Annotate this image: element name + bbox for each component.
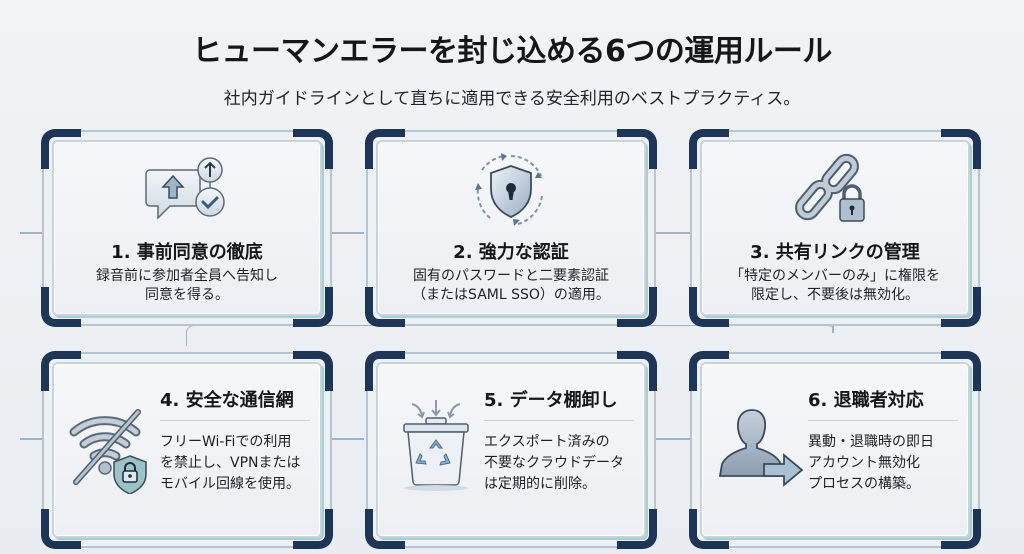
recycle-bin-icon bbox=[388, 398, 484, 494]
connector-line bbox=[330, 232, 364, 234]
rule-description: 「特定のメンバーのみ」に権限を 限定し、不要後は無効化。 bbox=[730, 268, 940, 303]
frame-corner bbox=[689, 129, 729, 169]
shield-keyhole-cycle-icon bbox=[468, 152, 554, 228]
rule-title: 1. 事前同意の徹底 bbox=[111, 242, 263, 263]
rule-card-2: 2. 強力な認証 固有のパスワードと二要素認証 （またはSAML SSO）の適用… bbox=[365, 129, 657, 327]
rule-title: 3. 共有リンクの管理 bbox=[750, 242, 920, 263]
frame-corner bbox=[41, 351, 81, 391]
frame-corner bbox=[689, 287, 729, 327]
connector-line bbox=[656, 438, 690, 440]
connector-line bbox=[20, 438, 44, 440]
rule-card-6: 6. 退職者対応 異動・退職時の即日 アカウント無効化 プロセスの構築。 bbox=[689, 351, 981, 549]
frame-corner bbox=[41, 129, 81, 169]
frame-corner bbox=[941, 509, 981, 549]
frame-corner bbox=[689, 509, 729, 549]
rule-description: 録音前に参加者全員へ告知し 同意を得る。 bbox=[96, 268, 278, 303]
frame-corner bbox=[293, 351, 333, 391]
frame-corner bbox=[617, 509, 657, 549]
chat-consent-check-icon bbox=[144, 152, 230, 228]
frame-corner bbox=[293, 509, 333, 549]
rule-card-4: 4. 安全な通信網 フリーWi-Fiでの利用 を禁止し、VPNまたは モバイル回… bbox=[41, 351, 333, 549]
frame-corner bbox=[41, 287, 81, 327]
user-exit-arrow-icon bbox=[712, 398, 808, 494]
frame-corner bbox=[293, 129, 333, 169]
title-divider bbox=[808, 420, 958, 421]
frame-corner bbox=[617, 351, 657, 391]
connector-line bbox=[330, 438, 364, 440]
frame-corner bbox=[617, 287, 657, 327]
connector-line bbox=[832, 325, 834, 333]
connector-line bbox=[20, 232, 44, 234]
frame-corner bbox=[617, 129, 657, 169]
frame-corner bbox=[365, 287, 405, 327]
frame-corner bbox=[365, 351, 405, 391]
rule-card-3: 3. 共有リンクの管理 「特定のメンバーのみ」に権限を 限定し、不要後は無効化。 bbox=[689, 129, 981, 327]
connector-line bbox=[656, 232, 690, 234]
rule-description: 固有のパスワードと二要素認証 （またはSAML SSO）の適用。 bbox=[412, 268, 610, 303]
rule-title: 2. 強力な認証 bbox=[453, 242, 569, 263]
rule-description: フリーWi-Fiでの利用 を禁止し、VPNまたは モバイル回線を使用。 bbox=[160, 434, 301, 492]
frame-corner bbox=[941, 129, 981, 169]
frame-corner bbox=[689, 351, 729, 391]
title-divider bbox=[160, 420, 310, 421]
chain-link-lock-icon bbox=[792, 152, 878, 228]
rule-title: 4. 安全な通信網 bbox=[160, 390, 294, 411]
page-title: ヒューマンエラーを封じ込める6つの運用ルール bbox=[192, 34, 832, 69]
page-subtitle: 社内ガイドラインとして直ちに適用できる安全利用のベストプラクティス。 bbox=[223, 89, 801, 109]
connector-loop bbox=[186, 325, 835, 346]
frame-corner bbox=[365, 509, 405, 549]
rule-card-1: 1. 事前同意の徹底 録音前に参加者全員へ告知し 同意を得る。 bbox=[41, 129, 333, 327]
rule-description: エクスポート済みの 不要なクラウドデータ は定期的に削除。 bbox=[484, 434, 624, 492]
rule-title: 6. 退職者対応 bbox=[808, 390, 924, 411]
rule-card-5: 5. データ棚卸し エクスポート済みの 不要なクラウドデータ は定期的に削除。 bbox=[365, 351, 657, 549]
rule-title: 5. データ棚卸し bbox=[484, 390, 618, 411]
frame-corner bbox=[365, 129, 405, 169]
title-divider bbox=[484, 420, 634, 421]
frame-corner bbox=[941, 351, 981, 391]
frame-corner bbox=[41, 509, 81, 549]
wifi-blocked-shield-icon bbox=[64, 398, 160, 495]
rule-description: 異動・退職時の即日 アカウント無効化 プロセスの構築。 bbox=[808, 434, 934, 492]
frame-corner bbox=[293, 287, 333, 327]
frame-corner bbox=[941, 287, 981, 327]
